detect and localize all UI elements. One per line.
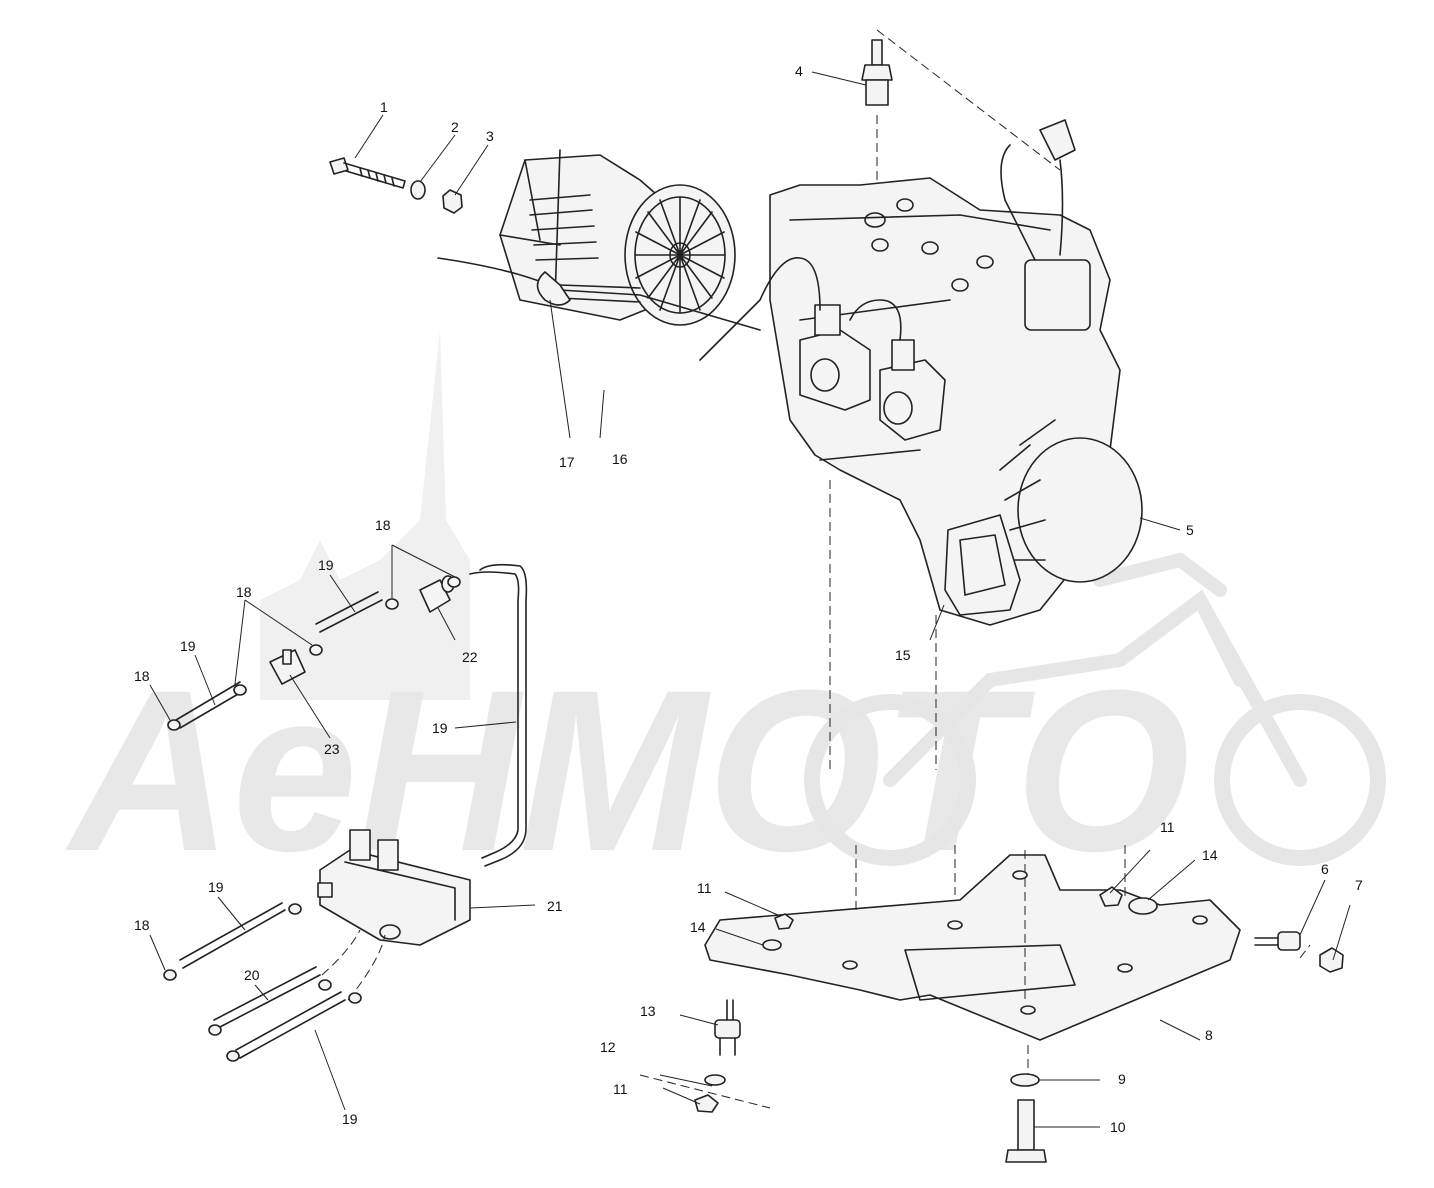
callout-7: 7 (1355, 877, 1363, 893)
callout-18-b: 18 (236, 584, 252, 600)
callout-11-bottom: 11 (613, 1081, 628, 1097)
callout-11-right: 11 (1160, 819, 1175, 835)
callout-19-c: 19 (432, 720, 448, 736)
callout-23: 23 (324, 741, 340, 757)
fuel-pump-part-21 (317, 829, 471, 946)
fuel-line-part-19-upright (469, 563, 528, 867)
callout-14-right: 14 (1202, 847, 1218, 863)
nut-part-7 (1319, 947, 1344, 973)
callout-17: 17 (559, 454, 575, 470)
fuel-line-part-19-left (175, 681, 246, 729)
engine-block (699, 119, 1143, 626)
callout-11-top: 11 (697, 880, 712, 896)
callout-1: 1 (380, 99, 388, 115)
callout-3: 3 (486, 128, 494, 144)
fuel-line-part-19-bottom (235, 991, 346, 1059)
stud-part-6 (1254, 931, 1301, 951)
callout-19-e: 19 (342, 1111, 358, 1127)
callout-19-a: 19 (318, 557, 334, 573)
washer-part-9 (1010, 1073, 1040, 1087)
callout-20: 20 (244, 967, 260, 983)
leader-lines (149, 71, 1351, 1128)
washer-part-14-left (762, 939, 782, 951)
nut-part-11-bottom (694, 1094, 719, 1113)
callout-6: 6 (1321, 861, 1329, 877)
dashed-routing-lines (321, 929, 386, 1001)
fuel-line-part-19-lower (179, 902, 286, 969)
fuel-filter-part-22 (419, 575, 455, 613)
bolt-part-1 (329, 157, 406, 189)
callout-5: 5 (1186, 522, 1194, 538)
nut-part-11-top (774, 913, 794, 930)
nut-part-3 (442, 189, 463, 214)
fuel-line-part-19-mid (315, 591, 383, 633)
callout-8: 8 (1205, 1027, 1213, 1043)
clamp-part-17 (536, 271, 571, 306)
washer-part-14-right (1128, 897, 1158, 915)
callout-4: 4 (795, 63, 803, 79)
fuel-line-part-20 (213, 966, 321, 1029)
callout-16: 16 (612, 451, 628, 467)
callout-18-d: 18 (134, 917, 150, 933)
stud-part-13 (714, 999, 741, 1056)
callout-12: 12 (600, 1039, 616, 1055)
spark-plug-part-4 (861, 39, 893, 106)
drive-clutch (499, 149, 736, 326)
washer-part-12 (704, 1074, 726, 1086)
nut-part-11-right (1099, 886, 1123, 907)
callout-21: 21 (547, 898, 563, 914)
callout-15: 15 (895, 647, 911, 663)
callout-18-c: 18 (134, 668, 150, 684)
tee-fitting-part-23 (269, 649, 306, 685)
alignment-lines (639, 29, 1311, 1109)
callout-18-a: 18 (375, 517, 391, 533)
callout-9: 9 (1118, 1071, 1126, 1087)
watermark: AeHMOTO (65, 330, 1386, 899)
watermark-motorcycle-icon (804, 552, 1386, 866)
callout-19-d: 19 (208, 879, 224, 895)
callout-22: 22 (462, 649, 478, 665)
watermark-church-icon (260, 330, 470, 700)
callout-14-left: 14 (690, 919, 706, 935)
callout-labels: 1 2 3 4 5 6 7 8 9 10 11 11 11 12 13 14 1… (134, 63, 1363, 1135)
callout-13: 13 (640, 1003, 656, 1019)
hose-clamps-part-18 (163, 576, 461, 1062)
callout-10: 10 (1110, 1119, 1126, 1135)
washer-part-2 (410, 180, 426, 200)
bolt-part-10 (1005, 1099, 1047, 1163)
callout-19-b: 19 (180, 638, 196, 654)
callout-2: 2 (451, 119, 459, 135)
